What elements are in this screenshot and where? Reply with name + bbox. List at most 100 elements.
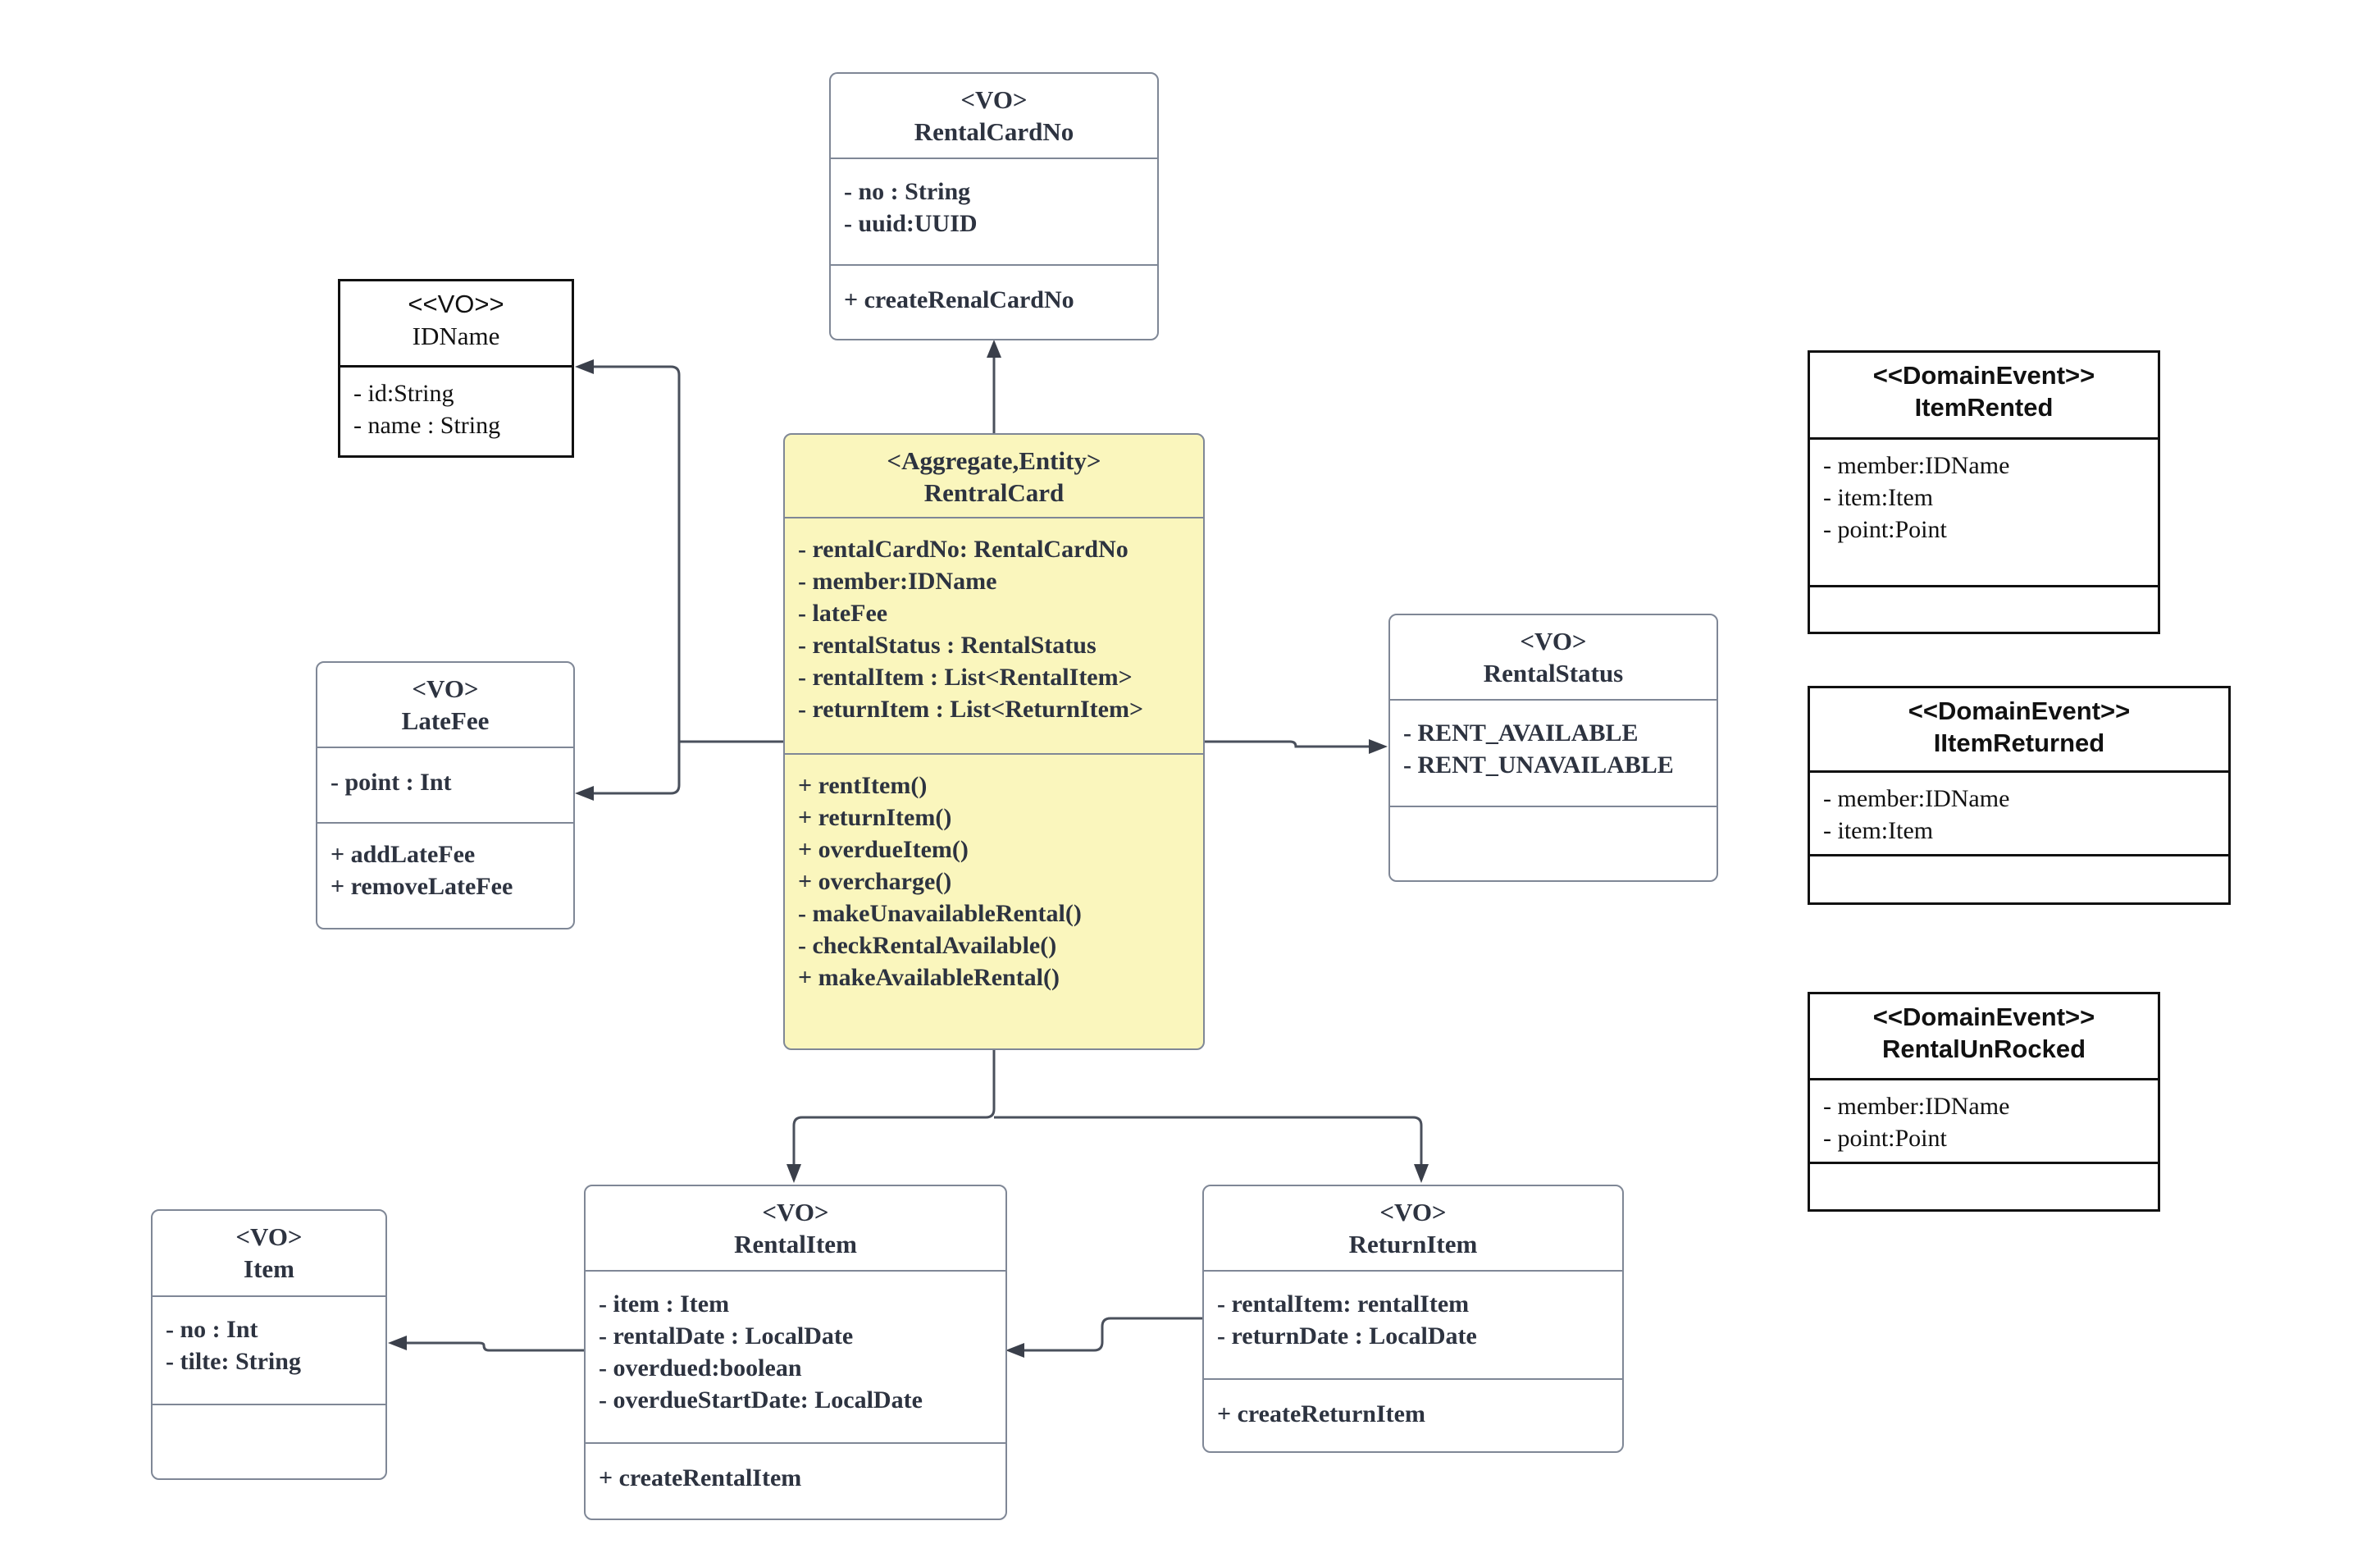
attribute-row: - item : Item [599,1290,730,1318]
attribute-row: - point : Int [331,769,452,796]
relation-arrowhead [1005,1343,1024,1358]
operation-row: + rentItem() [798,772,928,799]
operation-row: + makeAvailableRental() [798,964,1060,991]
operation-row: + addLateFee [331,841,476,868]
relation-rentalcard-to-latefee [592,742,681,795]
class-name: LateFee [401,706,490,735]
attribute-row: - member:IDName [1823,785,2010,812]
operation-row: + createRenalCardNo [844,286,1074,313]
event-attributes: - member:IDName - item:Item [1810,770,2228,854]
relation-arrowhead [1414,1164,1429,1183]
relation-arrowhead [987,340,1001,358]
class-operations: + createRentalItem [586,1442,1005,1519]
class-stereotype: <Aggregate,Entity> [887,446,1101,475]
event-stereotype: <<DomainEvent>> [1908,697,2131,725]
class-returnitem: <VO> ReturnItem - rentalItem: rentalItem… [1202,1185,1624,1453]
class-header: <VO> RentalCardNo [831,74,1157,158]
class-attributes: - item : Item - rentalDate : LocalDate -… [586,1270,1005,1442]
operation-row: + overdueItem() [798,836,969,863]
class-idname: <<VO>> IDName - id:String - name : Strin… [338,279,574,458]
attribute-row: - rentalCardNo: RentalCardNo [798,536,1128,563]
class-header: <VO> LateFee [317,663,573,747]
attribute-row: - point:Point [1823,516,1947,543]
relation-arrowhead [388,1336,407,1350]
class-name: RentralCard [923,478,1065,507]
operation-row: - makeUnavailableRental() [798,900,1082,927]
class-attributes: - rentalCardNo: RentalCardNo - member:ID… [785,517,1203,753]
class-stereotype: <VO> [1379,1198,1447,1226]
attribute-row: - overdueStartDate: LocalDate [599,1386,923,1414]
attribute-row: - uuid:UUID [844,210,978,237]
attribute-row: - RENT_AVAILABLE [1403,719,1639,747]
attribute-row: - member:IDName [1823,1093,2010,1120]
class-name: RentalItem [734,1230,857,1258]
attribute-row: - rentalDate : LocalDate [599,1322,854,1350]
event-rentalunrocked: <<DomainEvent>> RentalUnRocked - member:… [1808,992,2160,1212]
class-name: IDName [412,322,500,350]
relation-arrowhead [575,359,594,374]
class-header: <VO> ReturnItem [1204,1186,1622,1270]
event-operations [1810,854,2228,902]
operation-row: + createReturnItem [1217,1400,1425,1427]
attribute-row: - rentalItem: rentalItem [1217,1290,1470,1318]
class-header: <Aggregate,Entity> RentralCard [785,435,1203,517]
class-header: <VO> Item [153,1211,385,1295]
class-header: <VO> RentalStatus [1390,615,1717,699]
class-rentalitem: <VO> RentalItem - item : Item - rentalDa… [584,1185,1007,1520]
event-header: <<DomainEvent>> RentalUnRocked [1810,994,2158,1078]
attribute-row: - point:Point [1823,1125,1947,1152]
class-attributes: - no : Int - tilte: String [153,1295,385,1404]
class-operations [1390,806,1717,880]
attribute-row: - item:Item [1823,484,1934,511]
class-operations: + createRenalCardNo [831,264,1157,339]
attribute-row: - returnItem : List<ReturnItem> [798,696,1144,723]
class-stereotype: <VO> [412,674,479,703]
attribute-row: - no : String [844,178,971,205]
class-operations: + addLateFee + removeLateFee [317,822,573,928]
event-attributes: - member:IDName - item:Item - point:Poin… [1810,437,2158,585]
operation-row: - checkRentalAvailable() [798,932,1057,959]
class-attributes: - id:String - name : String [340,365,572,455]
class-attributes: - rentalItem: rentalItem - returnDate : … [1204,1270,1622,1378]
attribute-row: - lateFee [798,600,888,627]
relation-arrowhead [1369,739,1388,754]
class-item: <VO> Item - no : Int - tilte: String [151,1209,387,1480]
event-name: ItemRented [1914,393,2054,422]
class-attributes: - RENT_AVAILABLE - RENT_UNAVAILABLE [1390,699,1717,806]
relation-rentalcard-to-rentalstatus [1204,740,1370,748]
operation-row: + removeLateFee [331,873,513,900]
class-rentalcardno: <VO> RentalCardNo - no : String - uuid:U… [829,72,1159,340]
class-attributes: - no : String - uuid:UUID [831,158,1157,264]
class-header: <<VO>> IDName [340,281,572,365]
class-attributes: - point : Int [317,747,573,822]
class-latefee: <VO> LateFee - point : Int + addLateFee … [316,661,575,929]
class-name: Item [244,1254,294,1283]
event-operations [1810,585,2158,632]
attribute-row: - item:Item [1823,817,1934,844]
relation-arrowhead [786,1164,801,1183]
class-stereotype: <VO> [1520,627,1587,655]
event-itemrented: <<DomainEvent>> ItemRented - member:IDNa… [1808,350,2160,634]
relation-rentalcard-to-idname [592,365,784,743]
class-rentralcard-aggregate: <Aggregate,Entity> RentralCard - rentalC… [783,433,1205,1050]
class-name: ReturnItem [1348,1230,1478,1258]
attribute-row: - name : String [353,412,501,439]
attribute-row: - member:IDName [798,568,997,595]
event-stereotype: <<DomainEvent>> [1872,361,2095,390]
attribute-row: - rentalItem : List<RentalItem> [798,664,1133,691]
relation-rentalcard-to-rentalitem [792,1050,996,1165]
event-itemreturned: <<DomainEvent>> IItemReturned - member:I… [1808,686,2231,905]
relation-arrowhead [575,786,594,801]
relation-returnitem-to-rentalitem [1024,1317,1202,1352]
attribute-row: - tilte: String [166,1348,301,1375]
relation-rentalitem-to-item [407,1341,584,1352]
operation-row: + createRentalItem [599,1464,802,1491]
attribute-row: - rentalStatus : RentalStatus [798,632,1097,659]
class-operations [153,1404,385,1478]
event-operations [1810,1162,2158,1209]
attribute-row: - returnDate : LocalDate [1217,1322,1477,1350]
attribute-row: - id:String [353,380,454,407]
class-stereotype: <VO> [762,1198,829,1226]
